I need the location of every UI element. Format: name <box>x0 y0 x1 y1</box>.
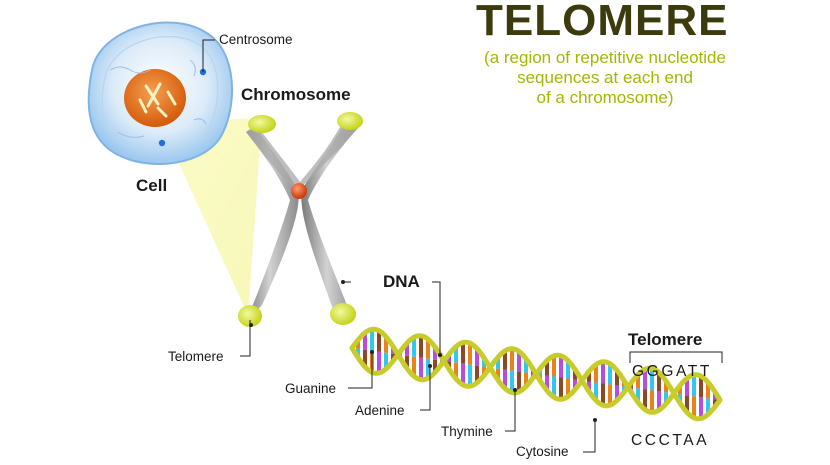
subtitle-line-1: (a region of repetitive nucleotide <box>484 48 726 67</box>
telomere-cap-bottom-left <box>238 305 262 327</box>
zoom-beam <box>160 118 262 315</box>
label-centrosome: Centrosome <box>219 32 293 47</box>
subtitle-line-3: of a chromosome) <box>536 88 674 107</box>
label-telomere-right: Telomere <box>628 330 703 349</box>
label-dna: DNA <box>383 272 420 291</box>
telomere-cap-top-right <box>337 112 363 130</box>
telomere-cap-top-left <box>248 115 276 133</box>
telomere-sequence-top: GGGATT <box>632 363 712 380</box>
label-telomere-left: Telomere <box>168 349 224 364</box>
label-cytosine: Cytosine <box>516 444 569 459</box>
centromere <box>291 183 307 199</box>
chromosome-graphic <box>238 112 363 327</box>
telomere-cap-bottom-right <box>330 303 356 325</box>
telomere-bracket <box>629 351 723 363</box>
label-chromosome: Chromosome <box>241 85 351 104</box>
cell-organelles <box>109 59 207 138</box>
label-adenine: Adenine <box>355 403 405 418</box>
telomere-sequence-bottom: CCCTAA <box>631 432 710 449</box>
title-block: TELOMERE <box>0 0 830 56</box>
dna-helix <box>349 326 723 422</box>
page-title: TELOMERE <box>476 0 729 45</box>
label-guanine: Guanine <box>285 381 337 396</box>
label-cell: Cell <box>136 176 168 195</box>
label-thymine: Thymine <box>441 424 493 439</box>
centrosome-dot-2 <box>158 139 166 147</box>
cell-graphic <box>87 21 234 165</box>
subtitle: (a region of repetitive nucleotide seque… <box>455 48 755 108</box>
subtitle-line-2: sequences at each end <box>517 68 693 87</box>
leader-lines <box>202 39 596 453</box>
nucleus-chromosomes <box>138 82 177 118</box>
dna-backbone-strand-2 <box>349 333 723 415</box>
